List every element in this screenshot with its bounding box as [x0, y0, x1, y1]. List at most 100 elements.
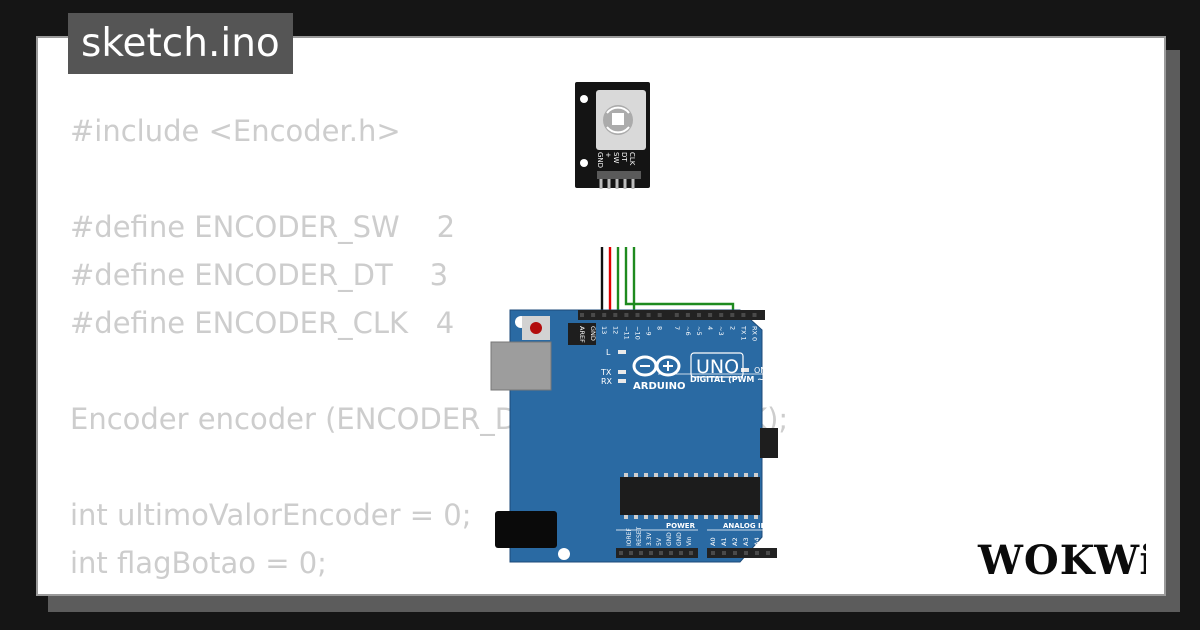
analog-header-label: ANALOG IN: [723, 522, 767, 530]
chip-leg: [654, 473, 658, 477]
uno-badge: [690, 352, 744, 378]
pin-label: SW: [612, 152, 620, 163]
power-header: [616, 548, 698, 558]
pin-label: A0: [709, 537, 717, 546]
header-pin: [752, 313, 757, 317]
usb-connector: [490, 341, 552, 391]
power-header-label: POWER: [666, 522, 696, 530]
header-pin: [744, 551, 748, 555]
header-pin: [659, 551, 663, 555]
header-pin: [689, 551, 693, 555]
code-line: #include <Encoder.h>: [70, 114, 401, 148]
code-line: boolean ligaDesliga = 0;: [70, 587, 788, 594]
analog-header: [707, 548, 777, 558]
mounting-hole-icon: [580, 95, 588, 103]
header-pin: [711, 551, 715, 555]
led-tx-label: TX: [600, 368, 612, 377]
header-pin: [619, 551, 623, 555]
code-line: int ultimoValorEncoder = 0;: [70, 498, 472, 532]
pin-label: GND: [676, 532, 683, 546]
chip-leg: [714, 515, 718, 519]
wokwi-logo-text: WOKWi: [977, 538, 1146, 582]
pin-label: IOREF: [626, 528, 633, 546]
chip-leg: [704, 515, 708, 519]
chip-leg: [724, 473, 728, 477]
pin-label: ~3: [717, 326, 725, 336]
encoder-pin: [631, 179, 635, 189]
chip-leg: [724, 515, 728, 519]
pin-header: [597, 171, 641, 179]
led-l: [618, 350, 626, 354]
header-pin: [741, 313, 746, 317]
chip-leg: [674, 515, 678, 519]
chip-leg: [684, 473, 688, 477]
chip-leg: [734, 473, 738, 477]
header-pin: [580, 313, 584, 317]
digital-header: [578, 310, 765, 320]
chip-leg: [734, 515, 738, 519]
chip-leg: [624, 515, 628, 519]
wokwi-logo: WOKWi: [977, 538, 1146, 582]
chip-leg: [644, 515, 648, 519]
header-pin: [733, 551, 737, 555]
chip-leg: [654, 515, 658, 519]
header-pin: [613, 313, 618, 317]
chip-leg: [664, 473, 668, 477]
header-pin: [719, 313, 724, 317]
chip-leg: [754, 515, 758, 519]
pin-label: 3.3V: [646, 531, 653, 546]
mounting-hole-icon: [558, 548, 570, 560]
pin-label: ~10: [634, 326, 642, 340]
header-pin: [766, 551, 770, 555]
brand-label: ARDUINO: [633, 381, 685, 392]
pin-label: 8: [656, 326, 664, 330]
encoder-pin: [623, 179, 627, 189]
pin-label: RX 0: [751, 326, 759, 341]
chip-leg: [714, 473, 718, 477]
on-label: ON: [754, 366, 766, 375]
header-pin: [649, 551, 653, 555]
header-pin: [629, 551, 633, 555]
chip-leg: [694, 473, 698, 477]
led-rx-label: RX: [601, 377, 613, 386]
header-pin: [730, 313, 735, 317]
arduino-infinity-icon: [632, 355, 681, 377]
pin-label: A1: [720, 537, 728, 546]
pin-label: 7: [673, 326, 681, 330]
chip-legs: [624, 473, 758, 519]
header-pin: [639, 551, 643, 555]
reset-button[interactable]: [530, 322, 542, 334]
pin-label: AREF: [578, 326, 586, 343]
chip-leg: [664, 515, 668, 519]
pin-label: ~6: [684, 326, 692, 336]
encoder-pins: [599, 179, 635, 189]
pin-label: 4: [706, 326, 714, 330]
chip-leg: [694, 515, 698, 519]
chip-leg: [744, 473, 748, 477]
header-pin: [646, 313, 651, 317]
chip-leg: [674, 473, 678, 477]
pin-label: RESET: [636, 526, 643, 546]
code-preview: #include <Encoder.h> #define ENCODER_SW 2…: [70, 107, 788, 594]
chip-leg: [644, 473, 648, 477]
led-l-label: L: [606, 348, 611, 357]
encoder-pin: [615, 179, 619, 189]
pin-label: A2: [731, 537, 739, 546]
led-tx: [618, 370, 626, 374]
power-jack: [495, 511, 557, 548]
pin-label: 2: [728, 326, 736, 330]
header-pin: [674, 313, 679, 317]
mounting-hole-icon: [580, 159, 588, 167]
atmega-chip: [620, 477, 760, 515]
encoder-pin: [599, 179, 603, 189]
pin-label: A5: [764, 537, 772, 546]
header-pin: [657, 313, 662, 317]
pin-label: 13: [600, 326, 608, 334]
code-line: #define ENCODER_SW 2: [70, 210, 456, 244]
pin-label: DT: [620, 152, 628, 162]
